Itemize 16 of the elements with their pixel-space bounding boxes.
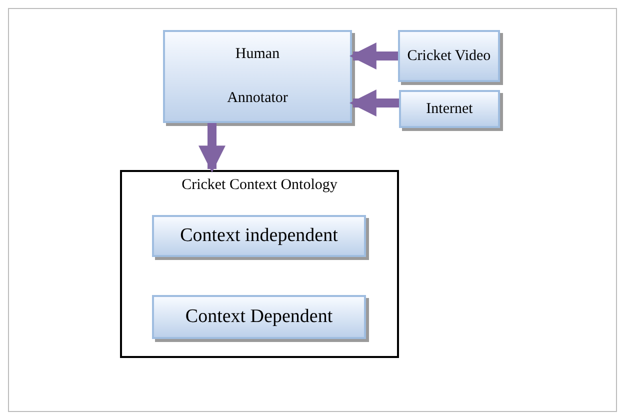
process-box [152,215,366,257]
block-arrow [349,90,399,116]
node-text: Cricket Video [407,46,491,66]
process-box [399,90,500,128]
node-text: Cricket Context Ontology [182,176,338,195]
process-box [398,30,500,82]
block-arrow [349,42,398,70]
node-text: Annotator [227,89,288,108]
node-text: Human [235,44,280,64]
node-text: Internet [426,100,473,118]
process-box [152,295,366,339]
ontology-frame [120,170,399,358]
process-box [163,30,352,123]
block-arrow [198,123,226,173]
node-text: Context Dependent [185,305,333,329]
node-text: Context independent [180,224,338,248]
